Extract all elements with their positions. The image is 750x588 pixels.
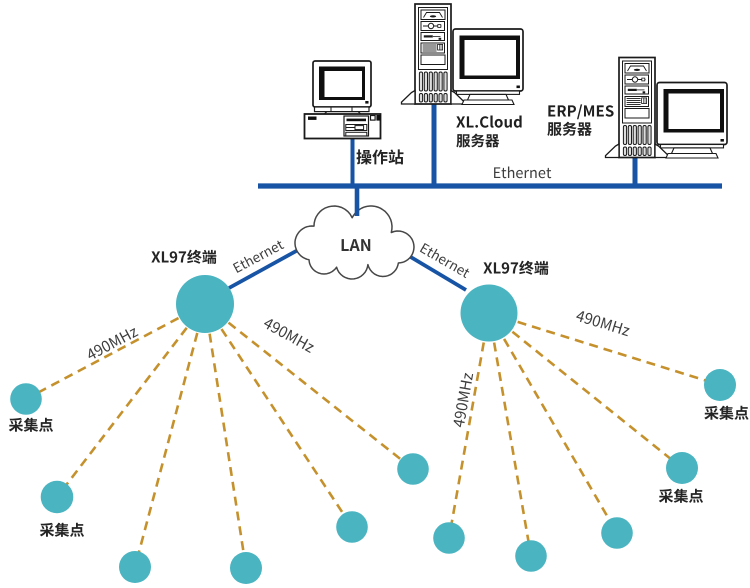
left-terminal-label: XL97终端 [151, 246, 217, 268]
collection-point-node [119, 551, 151, 583]
collection-point-node [336, 511, 368, 543]
xlcloud-server-name-label: XL.Cloud [456, 111, 523, 132]
rf-link-line [487, 312, 619, 534]
erp-server-type-label: 服务器 [547, 118, 593, 140]
rf-link-line [133, 303, 207, 568]
rf-link-line [204, 302, 414, 471]
lan-to-left-terminal-line [228, 248, 299, 290]
rf-link-line [488, 311, 683, 470]
collection-point-nodes [10, 369, 736, 584]
right-terminal-label: XL97终端 [483, 257, 549, 279]
collection-point-label-left-lower: 采集点 [39, 519, 85, 541]
left-terminal-node [176, 275, 234, 333]
operator-station-icon [303, 60, 382, 140]
collection-point-node [601, 517, 633, 549]
collection-point-node [40, 480, 74, 514]
xlcloud-server-type-label: 服务器 [456, 129, 500, 151]
operator-station-label: 操作站 [355, 144, 405, 168]
rf-link-line [488, 311, 721, 387]
rf-link-line [55, 303, 207, 498]
rf-link-line [203, 303, 248, 569]
rf-links [25, 302, 721, 569]
collection-point-node [433, 522, 465, 554]
lan-cloud-label: LAN [340, 232, 372, 256]
collection-point-node [10, 383, 42, 415]
xlcloud-server-icon [400, 3, 524, 106]
lan-links [228, 248, 467, 292]
collection-point-label-left-upper: 采集点 [8, 414, 54, 435]
right-terminal-node [460, 284, 518, 342]
erp-server-name-label: ERP/MES [547, 100, 615, 122]
lan-to-right-terminal-line [408, 254, 467, 292]
collection-point-node [704, 369, 736, 401]
terminal-nodes [176, 275, 518, 342]
rf-link-line [487, 312, 533, 557]
collection-point-node [515, 540, 547, 572]
rf-link-line [25, 302, 206, 401]
collection-point-label-right-upper: 采集点 [703, 402, 750, 423]
ethernet-bus-label: Ethernet [492, 161, 552, 183]
lan-cloud [294, 205, 415, 280]
rf-link-line [447, 312, 491, 539]
erp-server-icon [604, 56, 728, 159]
collection-point-node [666, 452, 698, 484]
collection-point-node [397, 453, 429, 485]
lan-cloud-shape [294, 205, 415, 280]
collection-point-label-right-lower: 采集点 [658, 485, 704, 507]
collection-point-node [230, 552, 262, 584]
